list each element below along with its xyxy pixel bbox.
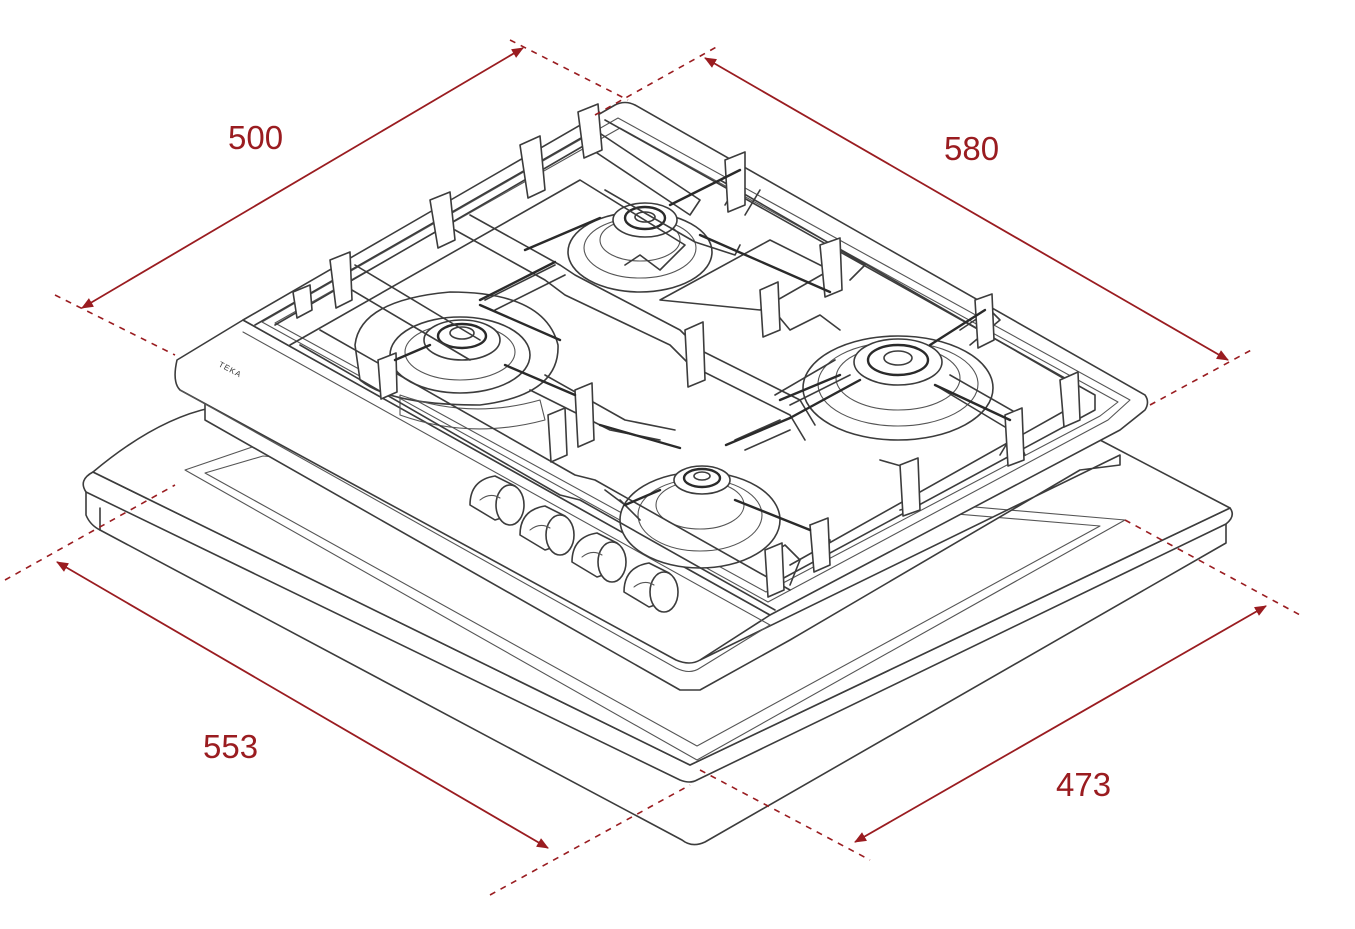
dimension-line-500 (81, 47, 524, 309)
hob-front-bevel (179, 389, 771, 673)
knob-4 (623, 562, 679, 613)
control-knobs (469, 475, 679, 613)
hob-base-tray (204, 392, 1121, 691)
extension-line-580-left (594, 44, 721, 116)
knob-1 (469, 475, 525, 526)
burner-right (802, 335, 994, 441)
extension-line-500-bottom (54, 294, 176, 356)
dimension-553: 553 (4, 484, 691, 896)
dimension-label-580: 580 (944, 130, 999, 167)
burner-front-center (619, 465, 781, 569)
dimension-473: 473 (699, 519, 1301, 861)
extension-line-500-top (509, 39, 629, 101)
dimension-line-473 (854, 605, 1267, 843)
knob-3 (571, 532, 627, 583)
dimension-line-580 (704, 57, 1229, 361)
dimension-label-500: 500 (228, 119, 283, 156)
extension-line-473-left (699, 769, 871, 861)
dimension-580: 580 (594, 44, 1256, 406)
extension-line-553-left (4, 484, 176, 581)
extension-line-473-right (1124, 519, 1301, 616)
dimension-line-553 (56, 561, 549, 849)
dimension-label-553: 553 (203, 728, 258, 765)
dimension-500: 500 (54, 39, 629, 356)
dimension-label-473: 473 (1056, 766, 1111, 803)
extension-line-553-right (489, 784, 691, 896)
countertop-front-edge (85, 491, 1227, 846)
knob-2 (519, 505, 575, 556)
extension-line-580-right (1149, 347, 1256, 406)
hob-panel-edge-line (242, 331, 771, 626)
